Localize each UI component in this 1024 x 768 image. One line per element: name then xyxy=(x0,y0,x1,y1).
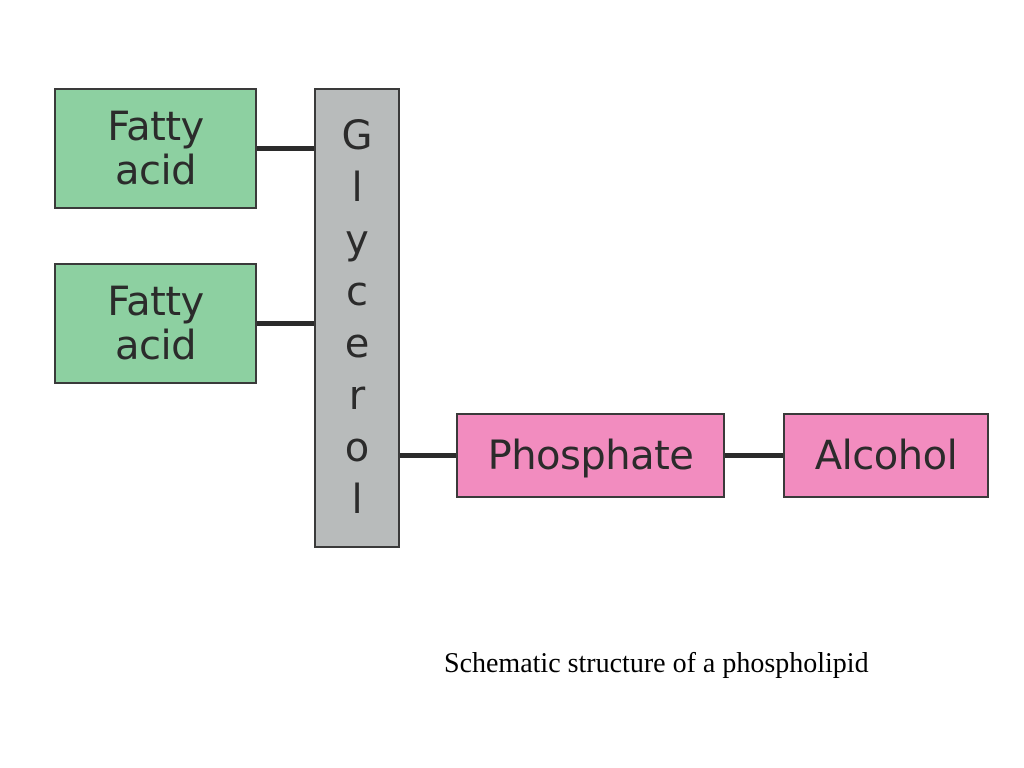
glycerol-letter: o xyxy=(344,425,370,471)
fatty-acid-label-2: Fatty acid xyxy=(107,278,204,369)
glycerol-letter: r xyxy=(348,373,366,419)
glycerol-letter: e xyxy=(344,321,370,367)
phosphate-label: Phosphate xyxy=(487,432,694,479)
glycerol-letter: l xyxy=(351,165,363,211)
connector-fatty-acid-1-glycerol xyxy=(257,146,314,151)
glycerol-letter: G xyxy=(341,113,373,159)
glycerol-box: G l y c e r o l xyxy=(314,88,400,548)
fatty-acid-label-1: Fatty acid xyxy=(107,103,204,194)
alcohol-label: Alcohol xyxy=(814,432,958,479)
phosphate-box: Phosphate xyxy=(456,413,725,498)
connector-phosphate-alcohol xyxy=(725,453,783,458)
connector-fatty-acid-2-glycerol xyxy=(257,321,314,326)
alcohol-box: Alcohol xyxy=(783,413,989,498)
connector-glycerol-phosphate xyxy=(400,453,456,458)
glycerol-letter: c xyxy=(346,269,368,315)
fatty-acid-box-2: Fatty acid xyxy=(54,263,257,384)
figure-caption: Schematic structure of a phospholipid xyxy=(444,648,869,679)
fatty-acid-box-1: Fatty acid xyxy=(54,88,257,209)
glycerol-letter: y xyxy=(345,217,369,263)
glycerol-letter: l xyxy=(351,477,363,523)
